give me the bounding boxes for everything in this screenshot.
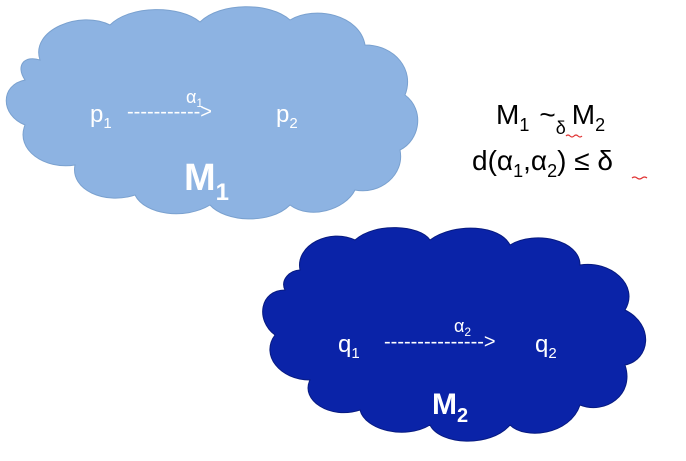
- m1-index: 1: [216, 179, 229, 206]
- p1-symbol: p: [90, 101, 103, 128]
- distance-prefix: d(α: [472, 145, 513, 176]
- p2-symbol: p: [276, 101, 289, 128]
- m1-symbol: M: [184, 157, 216, 199]
- path-arrow-alpha2: --------------->: [384, 331, 496, 353]
- manifold-label-m1: M1: [184, 157, 229, 206]
- tilde-symbol: ~: [539, 99, 555, 130]
- distance-second-index: 2: [547, 161, 557, 181]
- alpha2-index: 2: [464, 325, 471, 339]
- q1-index: 1: [351, 345, 359, 362]
- rhs-symbol: M: [572, 99, 595, 130]
- path-label-alpha1: α1: [186, 87, 203, 110]
- lhs-symbol: M: [496, 99, 519, 130]
- alpha2-symbol: α: [454, 316, 464, 336]
- cloud-m1: [5, 6, 419, 220]
- q1-symbol: q: [338, 331, 351, 358]
- point-q1: q1: [338, 331, 360, 362]
- distance-first-index: 1: [513, 161, 523, 181]
- p1-index: 1: [103, 115, 111, 132]
- path-label-alpha2: α2: [454, 316, 471, 339]
- lhs-index: 1: [519, 115, 529, 135]
- distance-bound: δ: [597, 145, 613, 176]
- point-q2: q2: [535, 331, 557, 362]
- q2-index: 2: [548, 345, 556, 362]
- distance-suffix: ) ≤: [557, 145, 597, 176]
- m2-index: 2: [457, 405, 468, 427]
- distance-comma: ,α: [523, 145, 547, 176]
- path-arrow-alpha1: ----------->: [127, 101, 212, 123]
- spellcheck-squiggle-delta-1: [565, 134, 583, 138]
- spellcheck-squiggle-delta-2: [631, 176, 648, 180]
- alpha1-index: 1: [196, 96, 203, 110]
- cloud-m2: [262, 227, 647, 442]
- m2-symbol: M: [432, 388, 457, 421]
- tilde-index: δ: [556, 118, 566, 138]
- relation-line-2: d(α1,α2) ≤ δ: [472, 145, 613, 181]
- p2-index: 2: [289, 115, 297, 132]
- rhs-index: 2: [595, 115, 605, 135]
- q2-symbol: q: [535, 331, 548, 358]
- point-p1: p1: [90, 101, 112, 132]
- manifold-label-m2: M2: [432, 388, 468, 427]
- point-p2: p2: [276, 101, 298, 132]
- alpha1-symbol: α: [186, 87, 196, 107]
